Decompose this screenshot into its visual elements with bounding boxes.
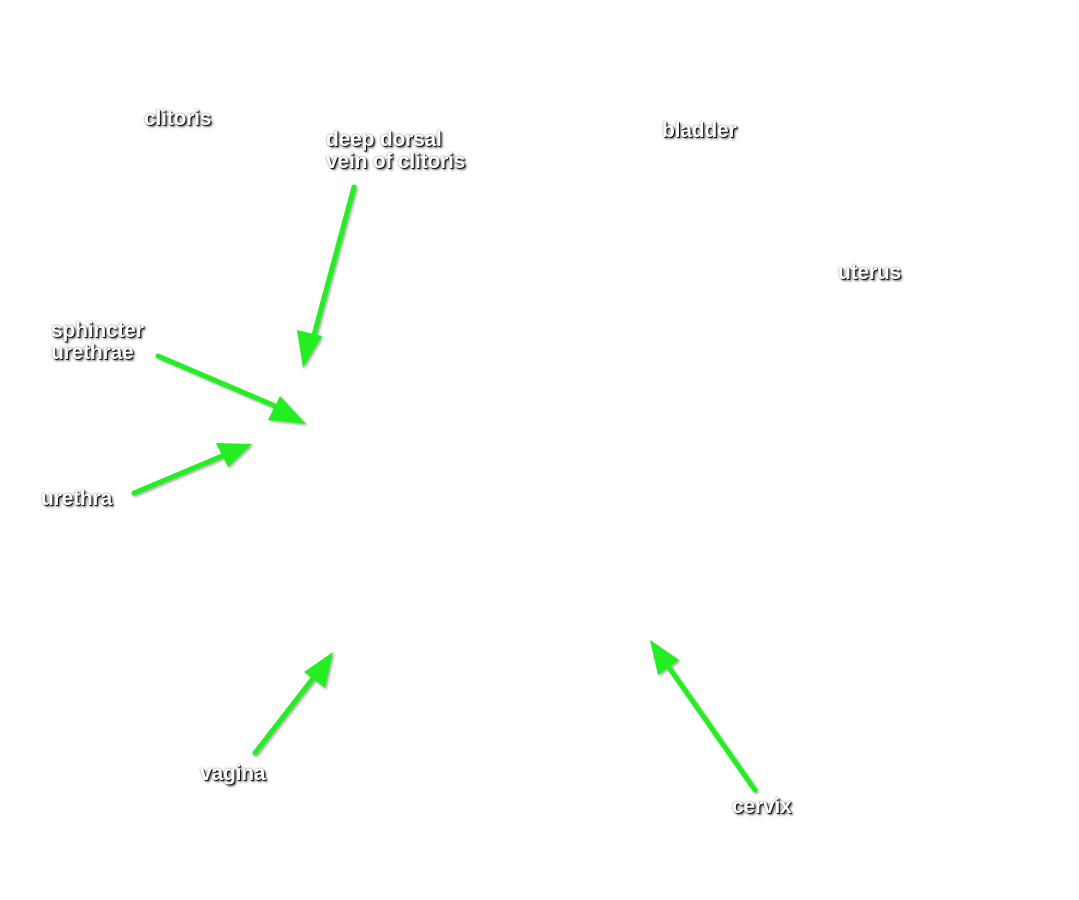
- label-deep-dorsal-vein: deep dorsal vein of clitoris: [326, 129, 465, 173]
- label-sphincter-urethrae: sphincter urethrae: [51, 320, 144, 364]
- arrow-urethra: [131, 443, 252, 496]
- label-deep-dorsal-vein-line-1: deep dorsal: [326, 128, 442, 151]
- label-sphincter-urethrae-line-2: urethrae: [51, 341, 134, 364]
- arrow-cervix: [650, 640, 758, 793]
- label-deep-dorsal-vein-line-2: vein of clitoris: [326, 150, 466, 173]
- label-bladder: bladder: [662, 119, 737, 142]
- arrow-deep-dorsal-vein: [297, 184, 357, 368]
- label-bladder-text: bladder: [662, 119, 737, 142]
- label-urethra: urethra: [41, 488, 112, 510]
- label-urethra-text: urethra: [41, 487, 112, 510]
- arrow-vagina: [252, 652, 333, 756]
- label-cervix-text: cervix: [732, 795, 792, 818]
- label-uterus: uterus: [838, 262, 901, 284]
- label-uterus-text: uterus: [838, 261, 901, 284]
- label-clitoris: clitoris: [144, 108, 211, 130]
- label-vagina-text: vagina: [200, 762, 266, 785]
- label-cervix: cervix: [732, 796, 792, 818]
- label-vagina: vagina: [200, 762, 266, 785]
- label-sphincter-urethrae-line-1: sphincter: [51, 319, 144, 342]
- arrow-sphincter-urethrae: [155, 353, 306, 424]
- label-clitoris-text: clitoris: [144, 107, 212, 130]
